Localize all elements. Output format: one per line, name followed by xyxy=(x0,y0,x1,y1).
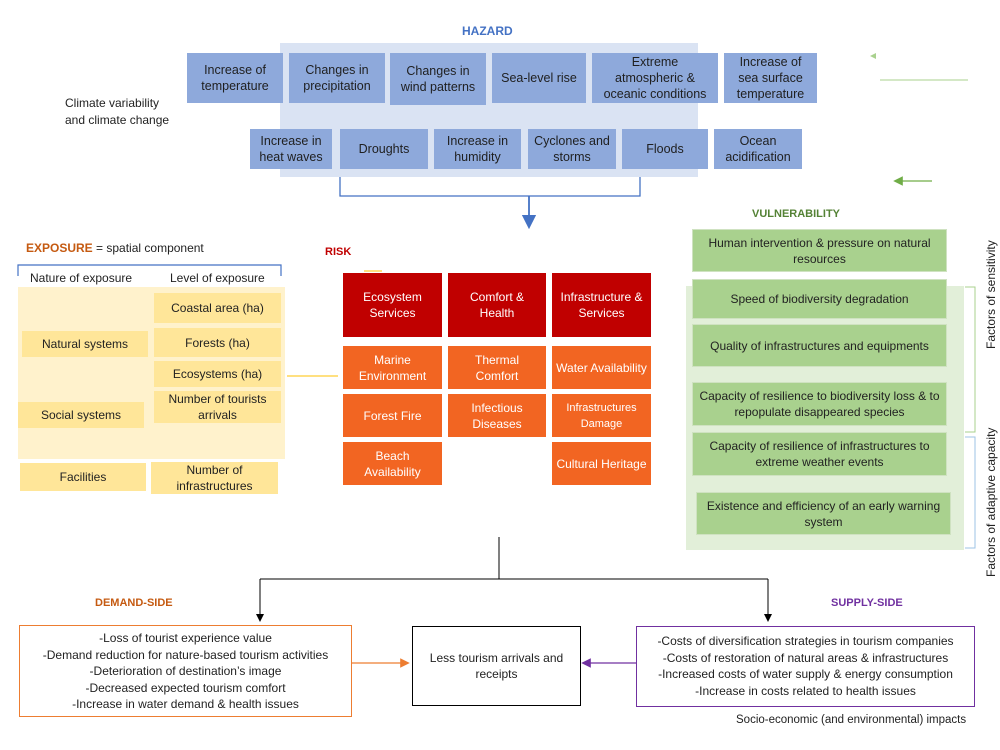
exposure-nature-box: Social systems xyxy=(18,402,144,428)
impacts-footer: Socio-economic (and environmental) impac… xyxy=(736,714,967,726)
risk-item: Infrastructures Damage xyxy=(552,394,651,437)
demand-item: -Increase in water demand & health issue… xyxy=(72,697,299,711)
adaptive-bracket xyxy=(965,436,976,549)
risk-item: Thermal Comfort xyxy=(448,346,546,389)
hazard-to-risk-bracket xyxy=(339,177,641,197)
supply-item: -Costs of restoration of natural areas &… xyxy=(662,650,949,665)
hazard-box: Floods xyxy=(622,129,708,169)
vulnerability-box: Quality of infrastructures and equipment… xyxy=(692,324,947,367)
sensitivity-label: Factors of sensitivity xyxy=(984,240,998,350)
vulnerability-box: Human intervention & pressure on natural… xyxy=(692,229,947,272)
exposure-level-box: Number of tourists arrivals xyxy=(154,391,281,423)
vulnerability-box: Existence and efficiency of an early war… xyxy=(696,492,951,535)
risk-item: Water Availability xyxy=(552,346,651,389)
exposure-nature-box: Facilities xyxy=(20,463,146,491)
exposure-col2-header: Level of exposure xyxy=(170,271,265,285)
hazard-box: Sea-level rise xyxy=(492,53,586,103)
supply-item: -Increase in costs related to health iss… xyxy=(695,683,916,698)
demand-item: -Demand reduction for nature-based touri… xyxy=(42,647,329,662)
exposure-level-box: Number of infrastructures xyxy=(151,462,278,494)
hazard-box: Droughts xyxy=(340,129,428,169)
supply-item: -Increased costs of water supply & energ… xyxy=(658,667,953,681)
demand-side-box: -Loss of tourist experience value -Deman… xyxy=(19,625,352,717)
hazard-box: Increase in heat waves xyxy=(250,129,332,169)
risk-item: Forest Fire xyxy=(343,394,442,437)
exposure-level-box: Coastal area (ha) xyxy=(154,293,281,323)
sensitivity-bracket xyxy=(965,286,976,433)
exposure-bracket xyxy=(17,264,282,276)
risk-item: Marine Environment xyxy=(343,346,442,389)
vulnerability-title: VULNERABILITY xyxy=(752,208,840,220)
demand-side-title: DEMAND-SIDE xyxy=(95,597,173,609)
risk-item: Beach Availability xyxy=(343,442,442,485)
risk-header: Infrastructure & Services xyxy=(552,273,651,337)
vulnerability-box: Speed of biodiversity degradation xyxy=(692,279,947,319)
hazard-title: HAZARD xyxy=(462,24,513,38)
adaptive-capacity-label: Factors of adaptive capacity xyxy=(984,427,998,578)
hazard-box: Increase of sea surface temperature xyxy=(724,53,817,103)
hazard-box: Ocean acidification xyxy=(714,129,802,169)
risk-header: Ecosystem Services xyxy=(343,273,442,337)
supply-item: -Costs of diversification strategies in … xyxy=(657,634,954,648)
supply-side-box: -Costs of diversification strategies in … xyxy=(636,626,975,707)
risk-header: Comfort & Health xyxy=(448,273,546,337)
exposure-subtitle: = spatial component xyxy=(96,241,204,255)
risk-title: RISK xyxy=(325,246,352,258)
exposure-col1-header: Nature of exposure xyxy=(30,271,133,285)
hazard-box: Increase in humidity xyxy=(434,129,521,169)
hazard-box: Changes in wind patterns xyxy=(390,53,486,105)
risk-item: Cultural Heritage xyxy=(552,442,651,485)
demand-item: -Decreased expected tourism comfort xyxy=(85,680,286,695)
demand-item: -Loss of tourist experience value xyxy=(99,631,272,645)
demand-item: -Deterioration of destination’s image xyxy=(89,664,282,678)
vulnerability-box: Capacity of resilience of infrastructure… xyxy=(692,432,947,476)
exposure-level-box: Ecosystems (ha) xyxy=(154,361,281,387)
center-outcome-box: Less tourism arrivals and receipts xyxy=(412,626,581,706)
exposure-title-row: EXPOSURE = spatial component xyxy=(26,241,204,255)
hazard-box: Extreme atmospheric & oceanic conditions xyxy=(592,53,718,103)
hazard-box: Increase of temperature xyxy=(187,53,283,103)
vulnerability-box: Capacity of resilience to biodiversity l… xyxy=(692,382,947,426)
hazard-box: Cyclones and storms xyxy=(528,129,616,169)
supply-side-title: SUPPLY-SIDE xyxy=(831,597,903,609)
hazard-box: Changes in precipitation xyxy=(289,53,385,103)
exposure-level-box: Forests (ha) xyxy=(154,328,281,357)
exposure-title: EXPOSURE xyxy=(26,241,93,255)
exposure-nature-box: Natural systems xyxy=(22,331,148,357)
hazard-side-label: Climate variability and climate change xyxy=(65,96,170,127)
risk-item: Infectious Diseases xyxy=(448,394,546,437)
